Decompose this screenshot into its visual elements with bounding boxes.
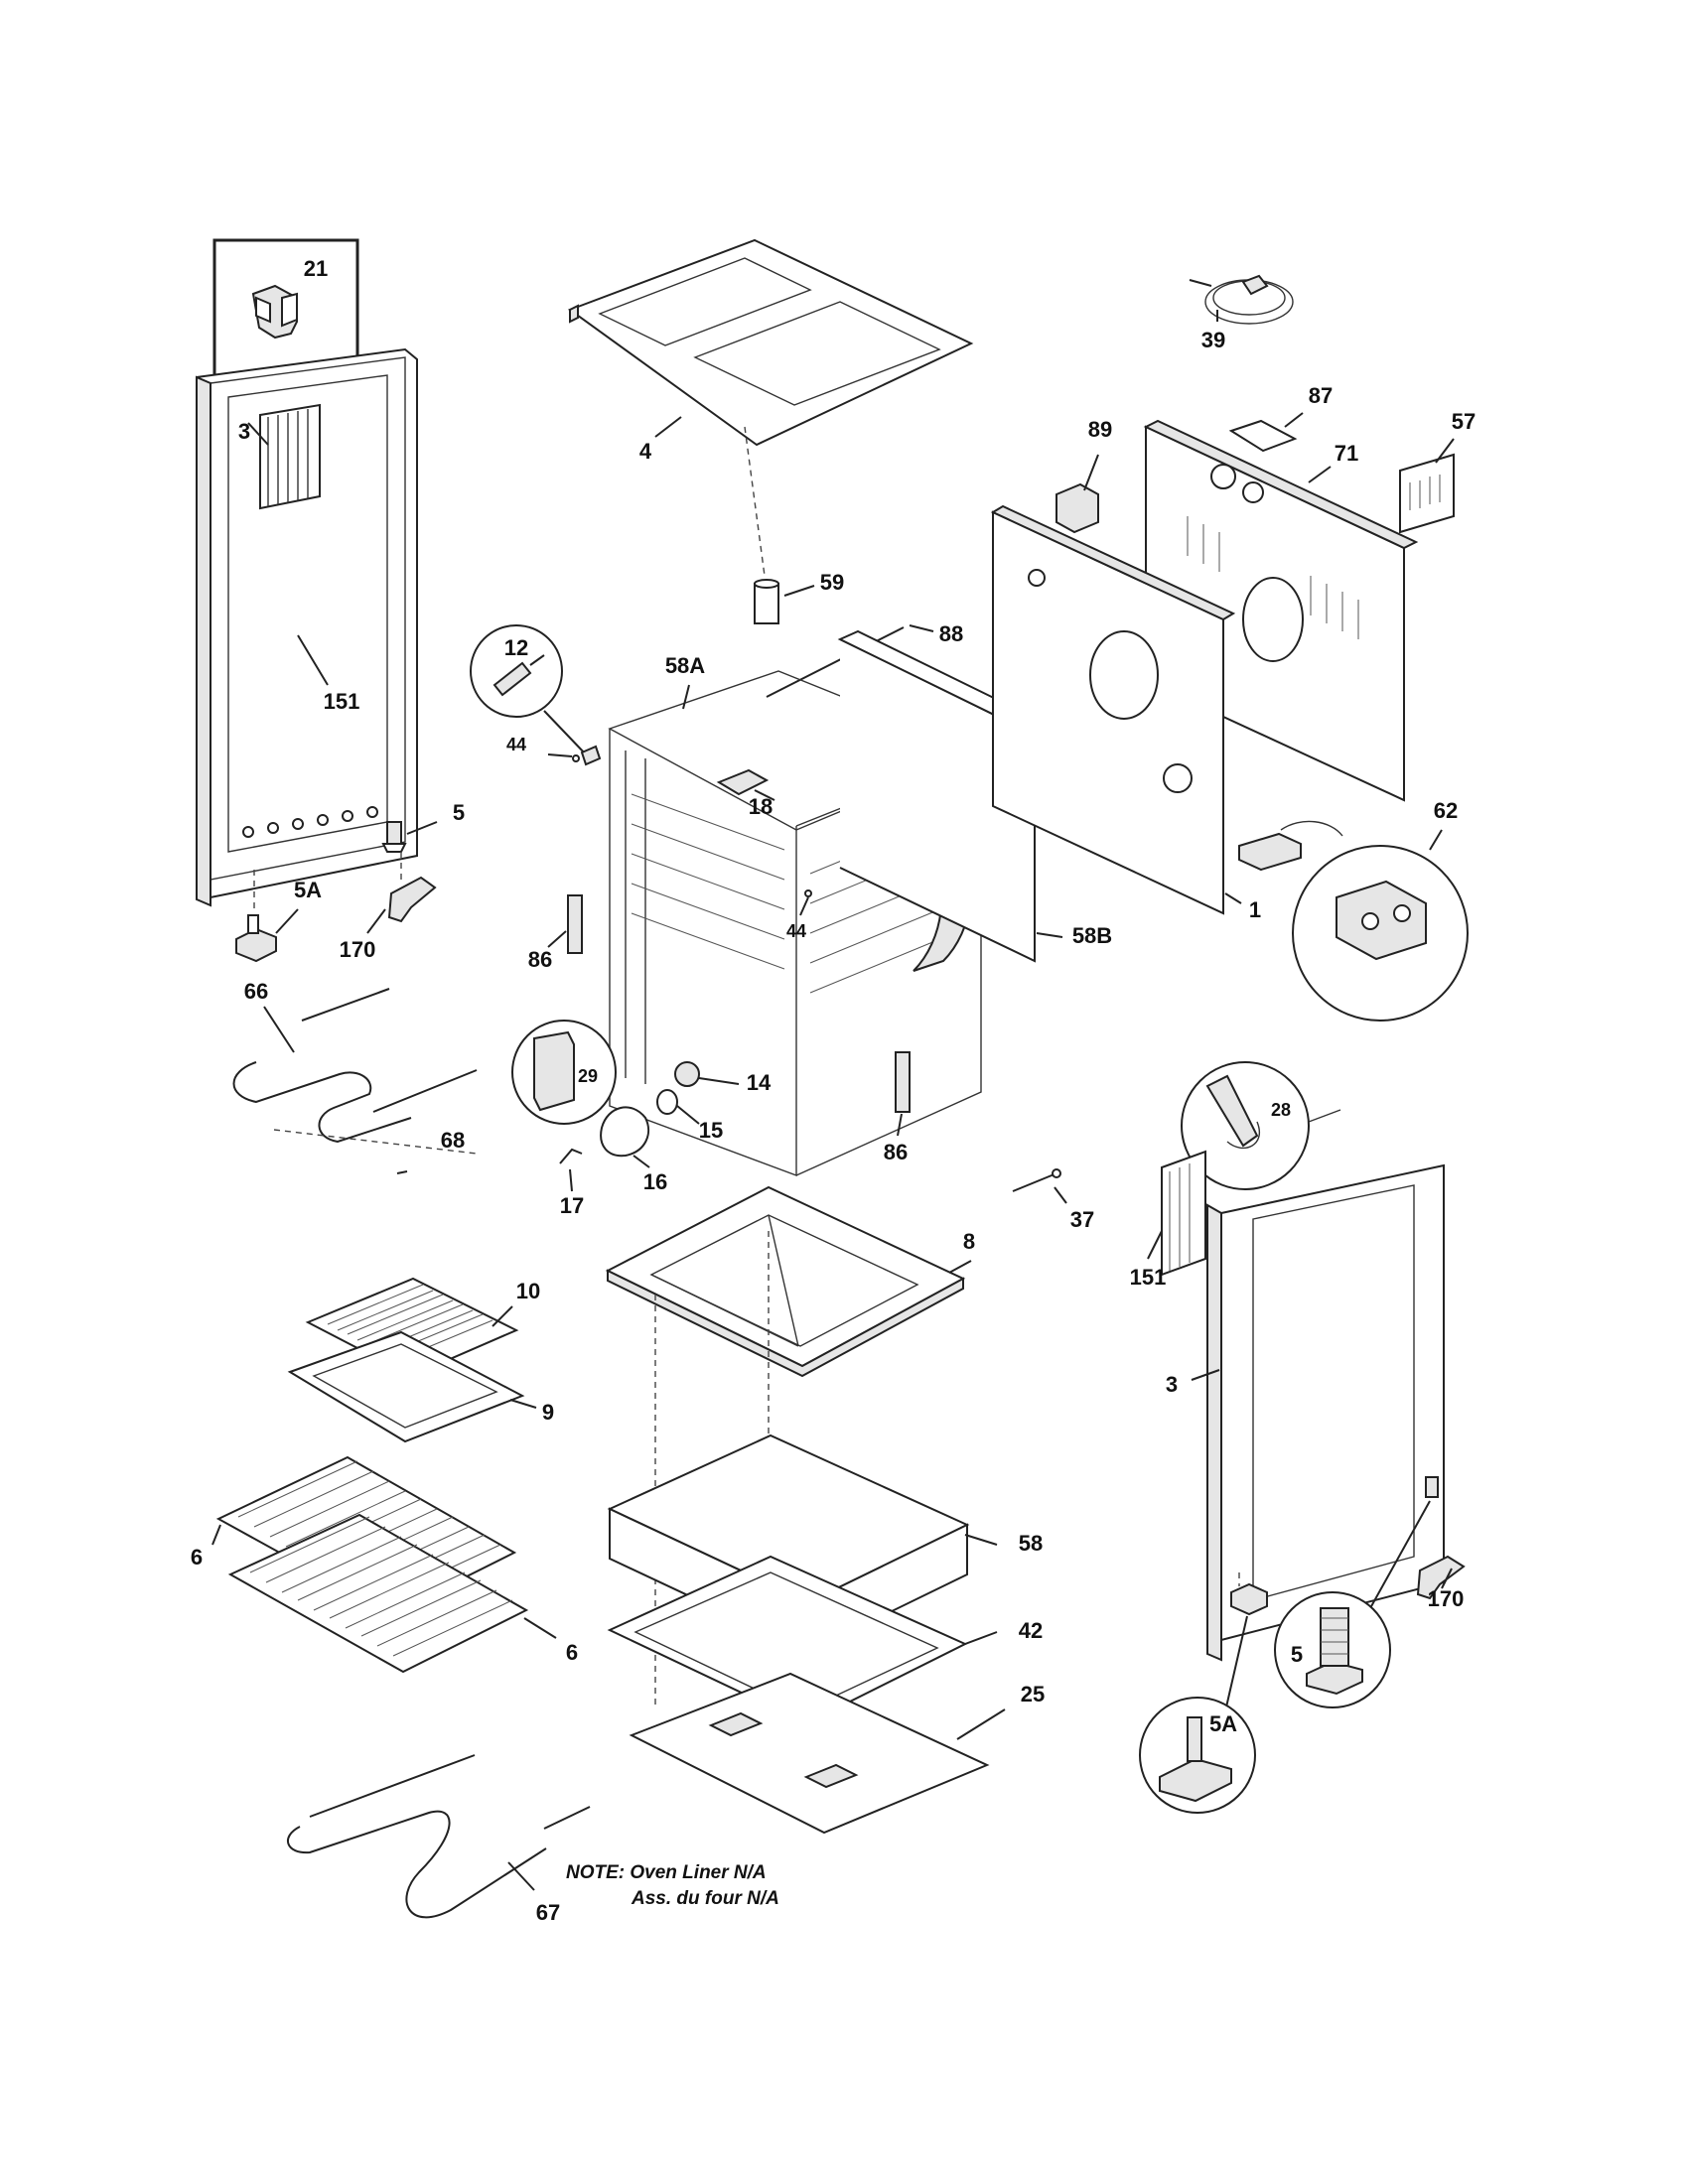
part-5A-right-bracket: 5A [1139, 1582, 1268, 1814]
label-59: 59 [820, 570, 844, 595]
label-57: 57 [1452, 409, 1476, 434]
label-58: 58 [1019, 1531, 1043, 1556]
label-89: 89 [1088, 417, 1112, 442]
part-58B-insulation-panel: 58B [837, 629, 1112, 963]
label-44-b: 44 [786, 921, 806, 941]
part-29-inset: 29 [511, 1020, 617, 1125]
part-18-clip: 18 [716, 768, 775, 819]
part-170-right-bracket: 170 [1416, 1555, 1466, 1611]
label-17: 17 [560, 1193, 584, 1218]
label-58A: 58A [665, 653, 705, 678]
label-6-b: 6 [566, 1640, 578, 1665]
label-5-right: 5 [1291, 1642, 1303, 1667]
part-5-left-leveler: 5 [381, 800, 465, 853]
label-3-left: 3 [238, 419, 250, 444]
part-68-broil-wire: 68 [273, 1128, 478, 1174]
label-58B: 58B [1072, 923, 1112, 948]
label-15: 15 [699, 1118, 723, 1143]
part-89-bracket: 89 [1055, 417, 1112, 534]
part-12-sensor-inset: 12 [470, 624, 602, 766]
label-5-left: 5 [453, 800, 465, 825]
part-67-bake-element: 67 [287, 1754, 591, 1925]
label-86-right: 86 [884, 1140, 908, 1164]
note-line-1: NOTE: Oven Liner N/A [566, 1862, 767, 1883]
label-29: 29 [578, 1066, 598, 1086]
part-170-left-bracket: 170 [340, 876, 437, 962]
part-66-broil-element: 66 [232, 979, 478, 1144]
part-87-plate: 87 [1228, 383, 1333, 453]
label-71: 71 [1335, 441, 1358, 466]
part-25-bottom-plate: 25 [629, 1672, 1045, 1835]
label-66: 66 [244, 979, 268, 1004]
part-151-right-bracket: 151 [1130, 1150, 1206, 1290]
label-151-right: 151 [1130, 1265, 1167, 1290]
part-14-socket: 14 [674, 1061, 772, 1095]
part-17-clip: 17 [559, 1148, 584, 1218]
part-57-cover: 57 [1399, 409, 1476, 534]
part-28-inset: 28 [1181, 1061, 1341, 1190]
label-28: 28 [1271, 1100, 1291, 1120]
part-88-wire: 88 [766, 621, 963, 698]
part-16-lens: 16 [600, 1106, 667, 1194]
part-86-left-clip: 86 [528, 894, 583, 972]
label-8: 8 [963, 1229, 975, 1254]
part-4-top-panel: 4 [567, 238, 974, 464]
label-6-a: 6 [191, 1545, 203, 1570]
label-16: 16 [643, 1169, 667, 1194]
label-68: 68 [441, 1128, 465, 1153]
part-1-rear-panel: 1 [990, 504, 1261, 922]
part-9-broiler-pan: 9 [287, 1330, 554, 1443]
label-14: 14 [747, 1070, 772, 1095]
label-5A-right: 5A [1209, 1711, 1237, 1736]
part-15-bulb: 15 [656, 1089, 723, 1143]
label-67: 67 [536, 1900, 560, 1925]
label-5A-left: 5A [294, 878, 322, 902]
label-88: 88 [939, 621, 963, 646]
label-12: 12 [504, 635, 528, 660]
part-62-terminal-block: 62 [1238, 798, 1469, 1022]
part-37-wire: 37 [1012, 1168, 1094, 1232]
label-1: 1 [1249, 897, 1261, 922]
part-44-screw-a: 44 [506, 735, 580, 762]
part-8-oven-bottom: 8 [605, 1185, 975, 1378]
note-oven-liner: NOTE: Oven Liner N/A Ass. du four N/A [566, 1862, 779, 1909]
label-87: 87 [1309, 383, 1333, 408]
label-9: 9 [542, 1400, 554, 1425]
label-18: 18 [749, 794, 773, 819]
label-170-left: 170 [340, 937, 376, 962]
part-3-right-side-panel: 3 [1166, 1163, 1445, 1662]
label-86-left: 86 [528, 947, 552, 972]
part-44-screw-b: 44 [786, 889, 812, 941]
label-37: 37 [1070, 1207, 1094, 1232]
note-line-2: Ass. du four N/A [631, 1888, 779, 1909]
part-5-right-leveler: 5 [1274, 1476, 1439, 1708]
part-21-icon [251, 284, 298, 340]
label-39: 39 [1201, 328, 1225, 352]
label-62: 62 [1434, 798, 1458, 823]
part-10-broiler-grid: 10 [305, 1277, 540, 1378]
part-39-power-cord: 39 [1189, 274, 1294, 352]
label-44-a: 44 [506, 735, 526, 754]
label-10: 10 [516, 1279, 540, 1303]
label-42: 42 [1019, 1618, 1043, 1643]
part-151-left-bracket [259, 403, 321, 510]
part-5A-left-bracket: 5A [235, 878, 322, 963]
part-59-spacer: 59 [754, 570, 844, 624]
label-25: 25 [1021, 1682, 1045, 1706]
label-21: 21 [304, 256, 328, 281]
part-6-oven-rack-lower: 6 [227, 1513, 578, 1674]
part-86-right-clip: 86 [884, 1051, 911, 1164]
label-151-left: 151 [324, 689, 360, 714]
label-4: 4 [639, 439, 652, 464]
label-170-right: 170 [1428, 1586, 1465, 1611]
part-3-left-side-panel: 3 151 [196, 347, 418, 907]
bottom-vent-holes [242, 806, 378, 838]
label-3-right: 3 [1166, 1372, 1178, 1397]
